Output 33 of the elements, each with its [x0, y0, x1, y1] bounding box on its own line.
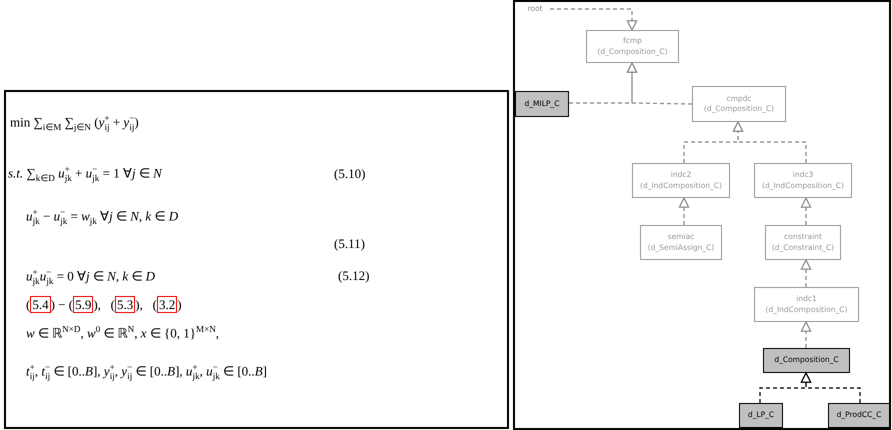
equation-number: (5.10) — [334, 166, 366, 182]
class-box — [754, 287, 859, 322]
constraint-equation: u$^{+}$$_{jk}$u$^{−}$$_{jk}$ = 0 ∀j ∈ N, k ∈ D — [26, 267, 155, 286]
reference-link: 5.3 — [115, 296, 136, 313]
equation-text: ), ( — [135, 297, 157, 312]
equation-text: ), ( — [93, 297, 116, 312]
class-box — [586, 30, 679, 63]
inheritance-arrow — [678, 197, 690, 225]
constraint-equation: s.t. ∑$_{k∈D}$ u$^{+}$$_{jk}$ + u$^{−}$$_{jk}$ = 1 ∀j ∈ N — [8, 164, 162, 184]
inheritance-arrow — [800, 321, 812, 348]
inheritance-arrow — [800, 197, 812, 225]
equation-text: ( — [26, 297, 30, 312]
class-box — [640, 225, 722, 260]
equation-number: (5.11) — [334, 236, 365, 252]
class-box — [632, 163, 730, 198]
class-box — [754, 163, 852, 198]
equation-text: ) — [177, 297, 182, 312]
class-box — [692, 86, 786, 122]
constraint-equation: u$^{+}$$_{jk}$ − u$^{−}$$_{jk}$ = w$_{jk}$ ∀j ∈ N, k ∈ D — [26, 207, 178, 226]
inheritance-arrow — [732, 121, 807, 163]
equation-text: ) − ( — [50, 297, 74, 312]
inheritance-arrow — [550, 8, 638, 31]
equation-number: (5.12) — [338, 268, 370, 284]
domain-equation: t$^{+}$$_{ij}$, t$^{−}$$_{ij}$ ∈ [0..B], y$^{+}$$_{ij}$, y$^{−}$$_{ij}$ ∈ [0..B], u$^{+}$$_{jk}$, u$^{−}$$_{jk}$ ∈ [0..B] — [26, 362, 267, 382]
inheritance-arrow — [569, 62, 638, 104]
domain-equation: w ∈ ℝ$^{N×D}$, w$^{0}$ ∈ ℝ$^{N}$, x ∈ {0, 1}$^{M×N}$, — [26, 324, 220, 342]
class-box — [765, 225, 841, 260]
reference-link: 3.2 — [156, 296, 178, 313]
objective-equation: min ∑$_{i∈M}$ ∑$_{j∈N}$ (y$^{+}$$_{ij}$ + y$^{−}$$_{ij}$) — [10, 113, 139, 132]
reference-link: 5.4 — [30, 296, 51, 313]
inheritance-arrow — [800, 372, 861, 403]
inheritance-arrow — [800, 259, 812, 287]
reference-link: 5.9 — [73, 296, 94, 313]
